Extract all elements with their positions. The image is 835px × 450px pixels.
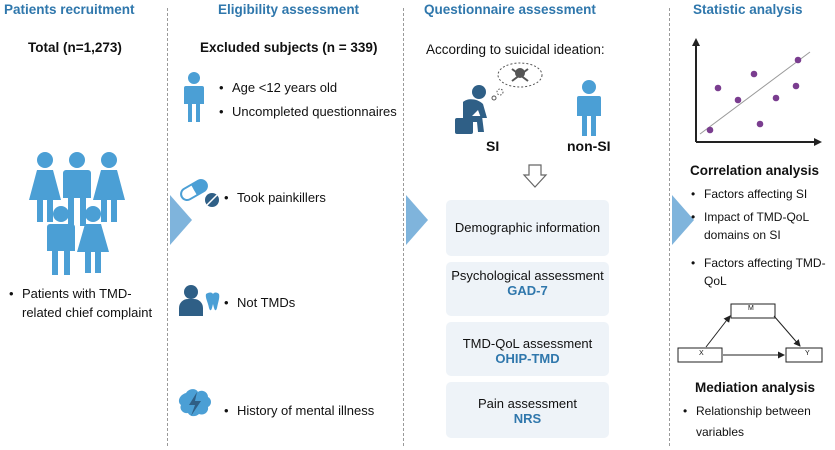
scatter-plot-icon (692, 38, 822, 146)
dentist-patient-icon (179, 285, 220, 316)
corr-item-3: Factors affecting TMD- (691, 256, 826, 270)
chevron-right-icon (672, 195, 694, 245)
si-label: SI (486, 138, 500, 154)
non-si-person-icon (577, 80, 601, 136)
corr-item-2-cont: domains on SI (704, 228, 781, 242)
mediation-title: Mediation analysis (695, 380, 816, 395)
exclusion-uncompleted: Uncompleted questionnaires (219, 104, 397, 119)
mediation-item: Relationship between (683, 404, 811, 418)
non-si-label: non-SI (567, 138, 611, 154)
y-box (785, 347, 823, 363)
total-count: Total (n=1,273) (28, 40, 122, 55)
x-box (677, 347, 723, 363)
exclusion-painkillers: Took painkillers (224, 190, 326, 205)
y-label: Y (805, 350, 810, 357)
box-title: TMD-QoL assessment (462, 336, 593, 351)
mediator-label: M (748, 305, 754, 312)
arrow-down-icon (522, 164, 548, 188)
exclusion-mental-illness: History of mental illness (224, 403, 374, 418)
si-intro: According to suicidal ideation: (426, 42, 605, 57)
questionnaire-box-tmd-qol: TMD-QoL assessment OHIP-TMD (446, 322, 609, 376)
recruitment-bullet-cont: related chief complaint (22, 305, 153, 320)
corr-item-1: Factors affecting SI (691, 187, 807, 201)
header-eligibility-assessment: Eligibility assessment (218, 2, 360, 17)
correlation-title: Correlation analysis (690, 163, 820, 178)
box-title: Pain assessment (478, 396, 577, 411)
excluded-title: Excluded subjects (n = 339) (200, 40, 378, 55)
divider-2 (403, 8, 404, 446)
brain-lightning-icon (178, 389, 211, 417)
recruitment-bullet: Patients with TMD- (9, 286, 132, 301)
divider-1 (167, 8, 168, 446)
questionnaire-box-pain: Pain assessment NRS (446, 382, 609, 438)
mediator-box (730, 303, 776, 319)
chevron-right-icon (406, 195, 428, 245)
exclusion-not-tmds: Not TMDs (224, 295, 295, 310)
x-label: X (699, 350, 704, 357)
box-subtitle: GAD-7 (507, 283, 548, 298)
header-questionnaire-assessment: Questionnaire assessment (424, 2, 596, 17)
chevron-right-icon (170, 195, 192, 245)
box-subtitle: OHIP-TMD (495, 351, 560, 366)
corr-item-2: Impact of TMD-QoL (691, 210, 809, 224)
mediation-diagram (677, 303, 823, 363)
exclusion-age: Age <12 years old (219, 80, 337, 95)
box-subtitle: NRS (513, 411, 542, 426)
questionnaire-box-demographic: Demographic information (446, 200, 609, 256)
patients-group-icon (29, 152, 125, 275)
header-patients-recruitment: Patients recruitment (4, 2, 135, 17)
header-statistic-analysis: Statistic analysis (693, 2, 803, 17)
mediation-item-cont: variables (696, 425, 745, 439)
box-title: Psychological assessment (451, 268, 604, 283)
corr-item-3-cont: QoL (704, 274, 727, 288)
questionnaire-box-psychological: Psychological assessment GAD-7 (446, 262, 609, 316)
suicidal-ideation-figure-icon (455, 62, 543, 134)
pill-capsule-icon (180, 179, 219, 207)
person-icon (184, 72, 204, 122)
divider-3 (669, 8, 670, 446)
